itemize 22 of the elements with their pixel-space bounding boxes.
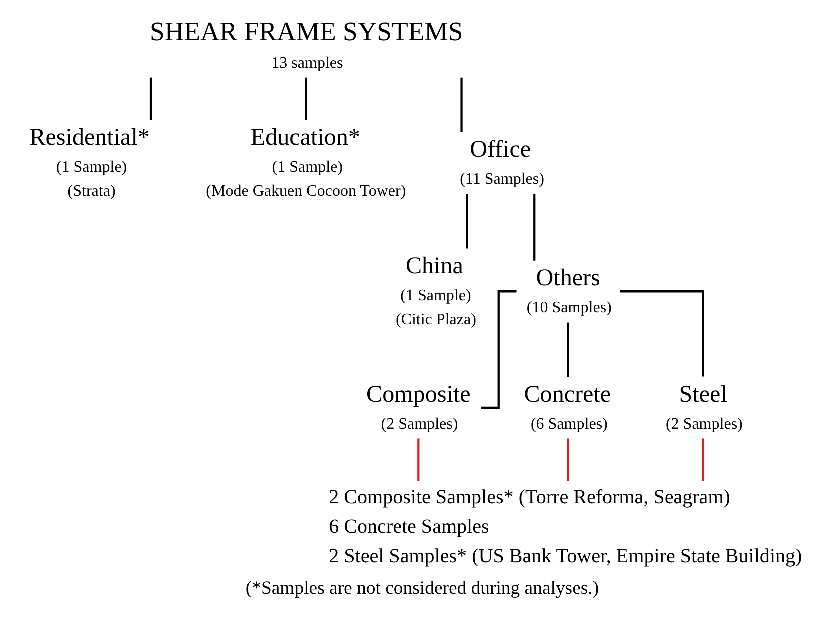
node-text: Education* (1 Sample) (Mode Gakuen Cocoon Tower): [206, 125, 406, 200]
node-text: Concrete (6 Samples): [524, 382, 612, 433]
node-text: Residential* (1 Sample) (Strata): [30, 125, 150, 200]
connector: [702, 438, 704, 482]
connector: [567, 438, 570, 482]
connector: [620, 290, 704, 377]
node-text: Composite (2 Samples): [366, 382, 471, 433]
node-text: Others (10 Samples): [526, 265, 612, 316]
connector: [466, 194, 468, 249]
node-text: Steel (2 Samples): [666, 382, 743, 433]
connector: [567, 322, 570, 378]
node-text: 2 Composite Samples* (Torre Reforma, Seagram) 6 Concrete Samples 2 Steel Samples* (US Bank Tower, Empire State Building): [329, 486, 802, 568]
connector: [481, 290, 517, 409]
node-text: China (1 Sample) (Citic Plaza): [396, 253, 476, 329]
node-text: SHEAR FRAME SYSTEMS 13 samples: [150, 16, 464, 72]
connector: [534, 194, 536, 261]
connector: [150, 78, 152, 120]
caption: (*Samples are not considered during analyses.): [246, 578, 600, 599]
connector: [305, 78, 308, 120]
connector: [418, 438, 420, 482]
node-text: Office (11 Samples): [460, 137, 544, 188]
connector: [460, 78, 463, 132]
